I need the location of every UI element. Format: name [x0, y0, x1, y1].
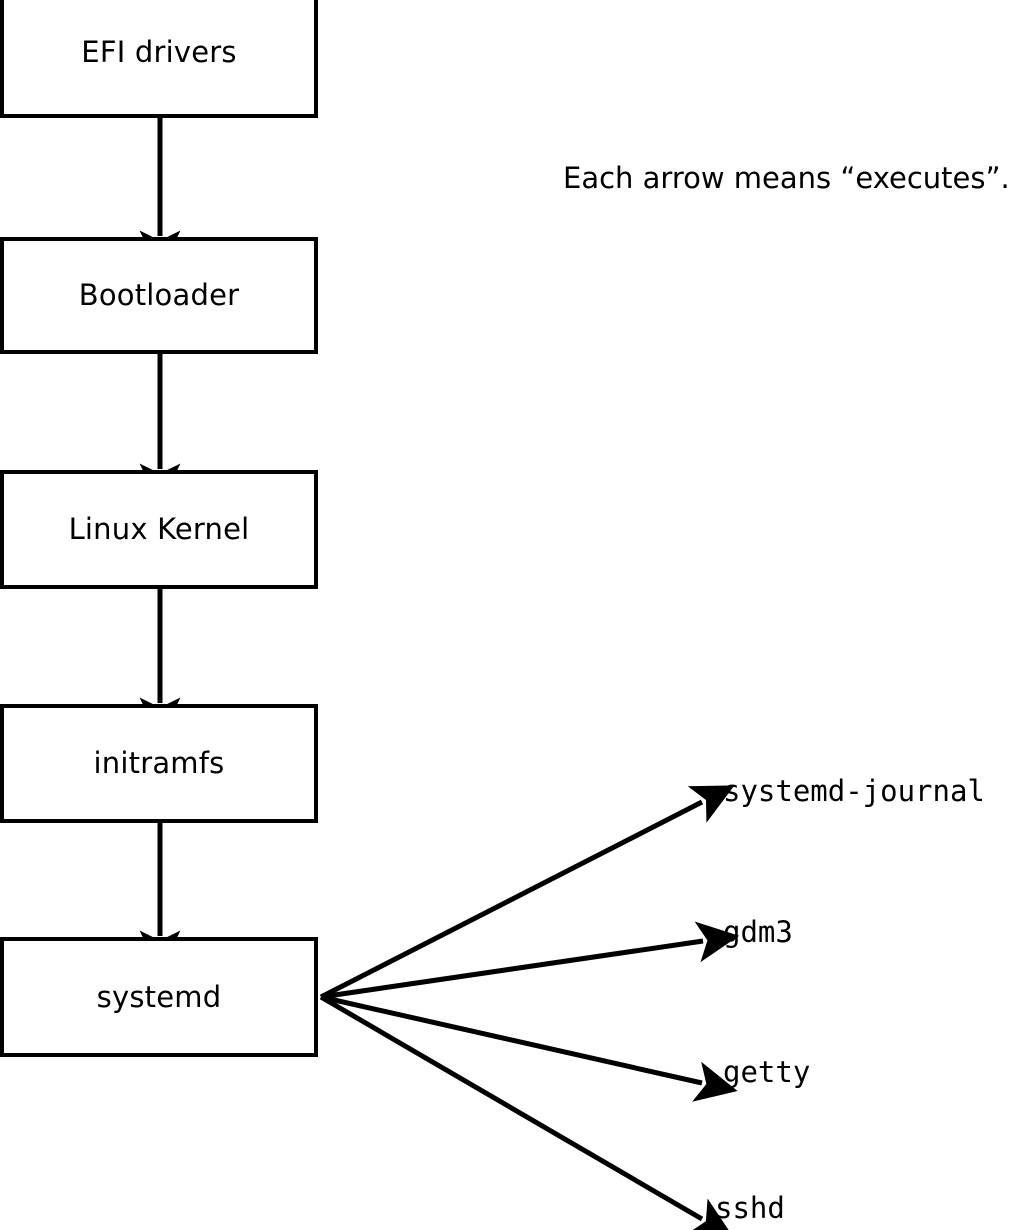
node-label-initramfs: initramfs [93, 746, 225, 780]
arrow-systemd-to-systemd-journal [319, 785, 735, 1000]
node-efi-drivers[interactable]: EFI drivers [0, 0, 318, 118]
leaf-label-systemd-journal: systemd-journal [723, 774, 985, 808]
node-label-bootloader: Bootloader [78, 278, 240, 312]
leaf-label-sshd: sshd [715, 1191, 785, 1225]
fanout-arrow-group [319, 785, 740, 1230]
arrow-systemd-to-gdm3 [320, 921, 740, 1000]
node-label-systemd: systemd [96, 979, 222, 1014]
node-linux-kernel[interactable]: Linux Kernel [0, 470, 318, 589]
node-bootloader[interactable]: Bootloader [0, 237, 318, 354]
node-initramfs[interactable]: initramfs [0, 704, 318, 823]
arrow-systemd-to-sshd [319, 994, 734, 1230]
node-systemd[interactable]: systemd [0, 937, 318, 1057]
node-label-linux-kernel: Linux Kernel [68, 512, 250, 546]
leaf-label-getty: getty [723, 1055, 811, 1089]
leaf-label-gdm3: gdm3 [723, 915, 793, 949]
node-label-efi-drivers: EFI drivers [81, 34, 237, 69]
arrow-systemd-to-getty [320, 994, 738, 1102]
legend-note: Each arrow means “executes”. [563, 161, 1010, 195]
